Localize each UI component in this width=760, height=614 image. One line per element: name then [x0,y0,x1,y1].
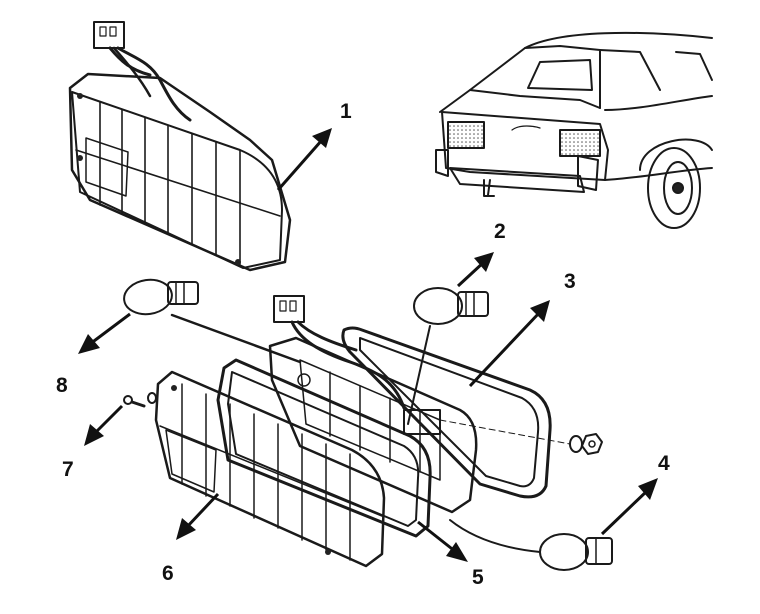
callout-1: 1 [340,100,352,123]
callout-arrows [78,128,658,562]
lens-gasket [216,358,432,538]
assembled-tail-light [68,21,292,272]
nut-and-washer [439,419,603,455]
bulb-left [123,278,302,364]
callout-7: 7 [62,458,74,481]
wiring-harness [273,295,406,410]
screw-and-washer [123,392,157,408]
callout-8: 8 [56,374,68,397]
car-rear-illustration [435,31,713,229]
callout-5: 5 [472,566,484,589]
lens-cover [154,370,386,568]
bulb-bottom-right [449,519,613,571]
callout-2: 2 [494,220,506,243]
rear-gasket [341,326,552,499]
callout-4: 4 [658,452,670,475]
callout-6: 6 [162,562,174,585]
callout-3: 3 [564,270,576,293]
